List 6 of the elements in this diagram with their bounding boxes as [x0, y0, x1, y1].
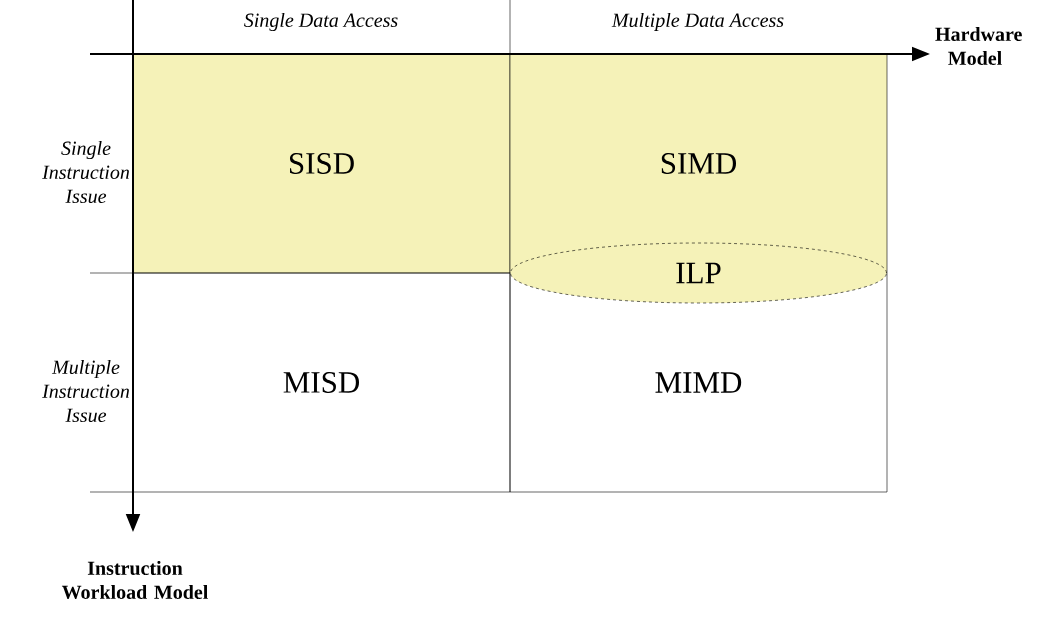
axis-label: Hardware Model: [935, 26, 1022, 66]
column-header: Multiple Data Access: [611, 12, 784, 32]
column-header: Single Data Access: [244, 12, 398, 32]
quadrant-cell: MISD: [132, 272, 511, 493]
quadrant-cell: SISD: [132, 53, 511, 274]
axis-label: Instruction Workload Model: [61, 560, 208, 600]
